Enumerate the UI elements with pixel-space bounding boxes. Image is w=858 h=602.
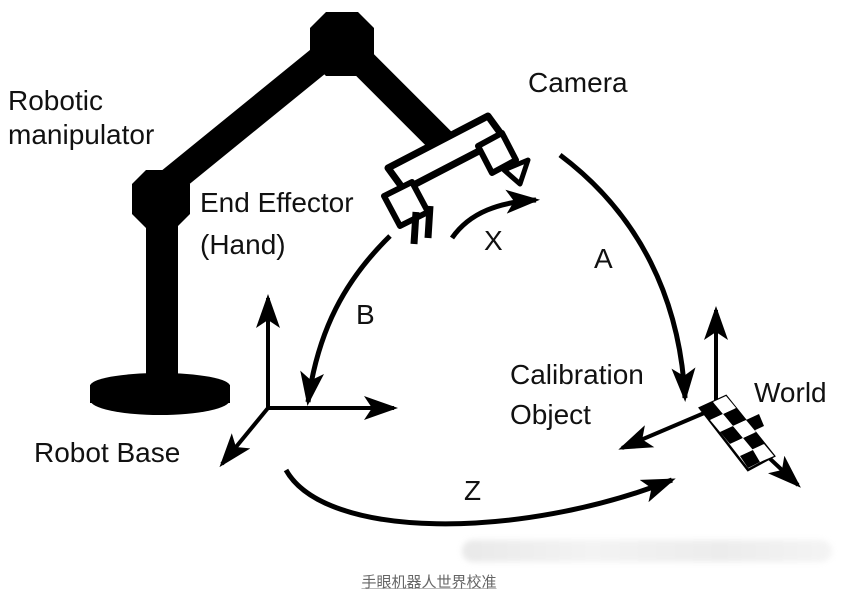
robot-base-shape: [90, 373, 230, 415]
label-robotic-manipulator-line2: manipulator: [8, 119, 155, 150]
label-robotic-manipulator-line1: Robotic: [8, 85, 103, 116]
a-transform-arrow: [558, 153, 696, 402]
end-effector-shape: [381, 112, 531, 245]
x-transform-arrow: [449, 189, 540, 240]
label-robot-base: Robot Base: [34, 437, 181, 468]
label-x: X: [484, 225, 503, 256]
z-transform-arrow: [283, 468, 676, 527]
b-transform-arrow: [300, 234, 392, 406]
label-b: B: [356, 299, 375, 330]
robot-base-frame-axes: [219, 294, 398, 468]
robotic-manipulator-shape: [132, 12, 466, 393]
label-calibration-object-line2: Object: [510, 399, 591, 430]
label-world: World: [754, 377, 827, 408]
calibration-checkerboard: [698, 394, 776, 472]
label-calibration-object-line1: Calibration: [510, 359, 644, 390]
label-end-effector-line2: (Hand): [200, 229, 286, 260]
label-end-effector-line1: End Effector: [200, 187, 354, 218]
label-a: A: [594, 243, 613, 274]
figure-caption: 手眼机器人世界校准: [361, 573, 497, 591]
label-z: Z: [464, 475, 482, 506]
watermark-blur: [462, 540, 832, 562]
label-camera: Camera: [528, 67, 628, 98]
